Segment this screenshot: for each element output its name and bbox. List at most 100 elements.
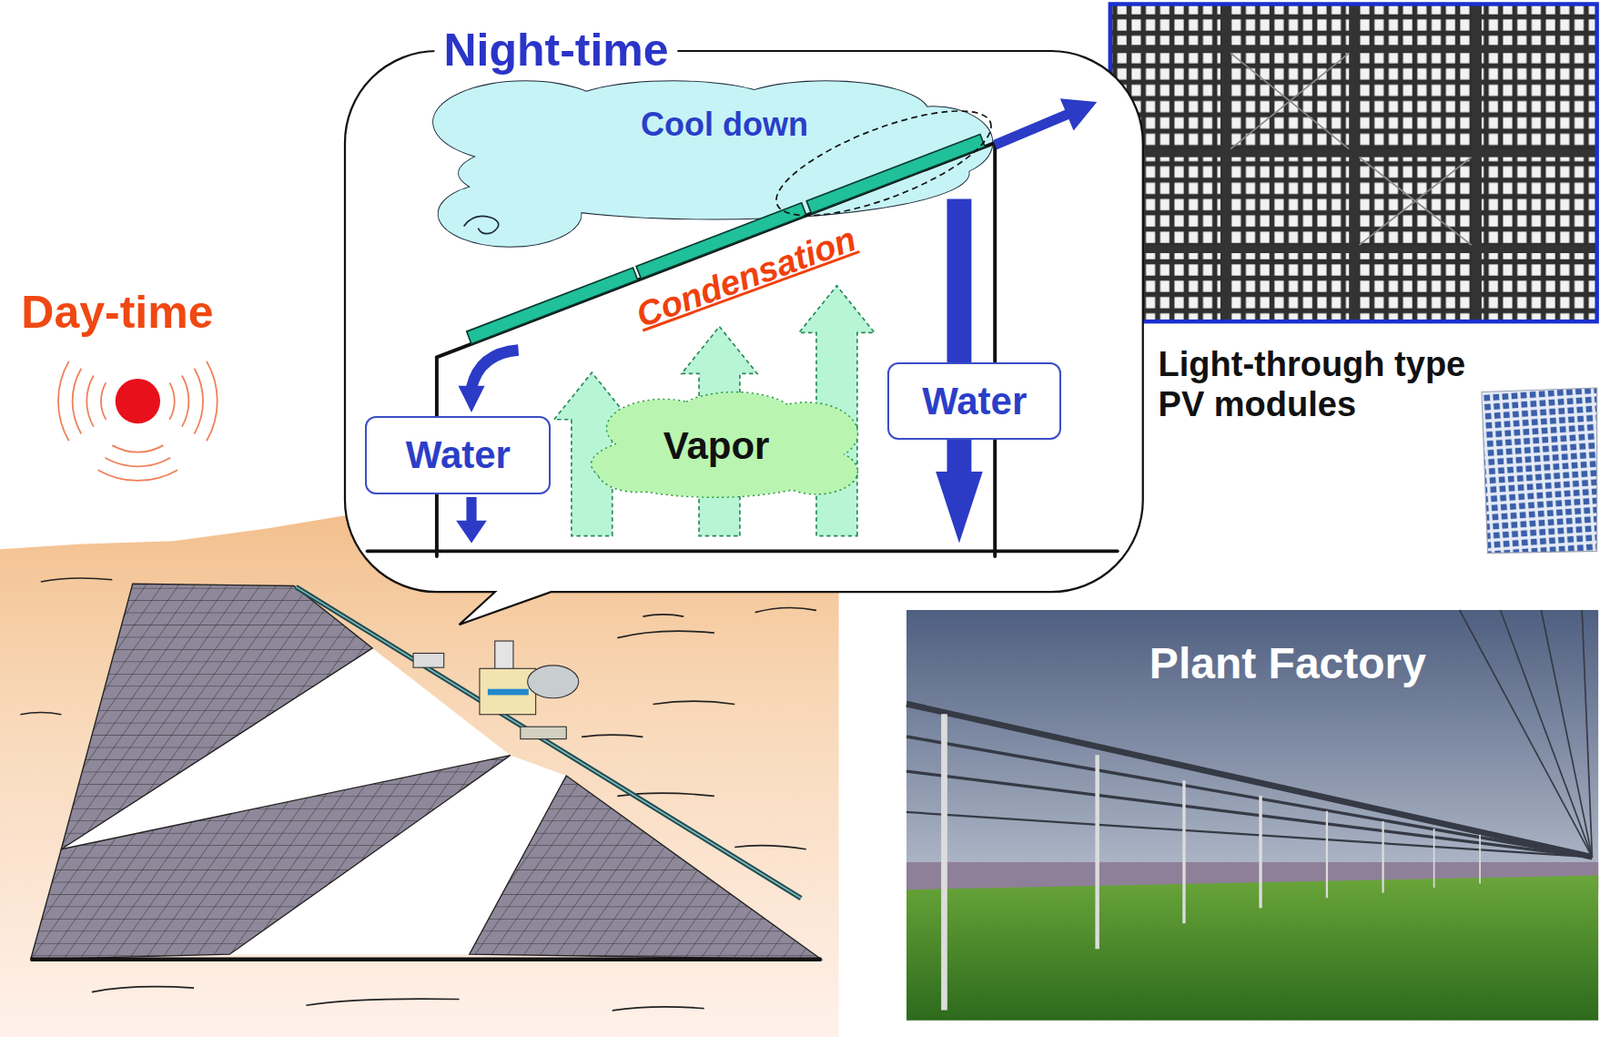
ray [58,361,70,441]
frame [1110,44,1598,53]
sky [906,609,1599,888]
ray [169,382,174,419]
water-box: Water [364,415,551,494]
node-text: Cool down [640,105,809,143]
frame-line [992,142,997,557]
scribble [653,700,736,704]
photo-border [1110,3,1598,322]
sun [115,378,161,424]
photo-panel: Plant Factory [906,609,1599,1021]
post [1432,828,1435,888]
ray [111,445,163,453]
node-text: Water [921,378,1027,423]
vapor-cloud: Vapor [597,390,864,501]
post [1094,755,1099,950]
module-frames [1110,3,1598,322]
ray [86,375,94,427]
blob-lobe [438,182,582,248]
scribble [20,712,61,715]
frame [1110,244,1598,254]
scribble [617,630,715,638]
sun-rays [58,361,218,481]
sand [0,515,840,1037]
brace [1358,157,1471,245]
post [1381,821,1384,893]
frame [1110,149,1598,158]
water-box: Water [887,362,1062,440]
brace [1230,52,1349,149]
roof-panels [466,134,985,345]
ray [182,375,190,427]
scribble [91,986,194,993]
window [487,688,529,696]
blob-lobe [775,448,858,494]
roof-beam [906,771,1592,858]
cloud-shape [433,79,995,251]
roof-beam [1581,609,1592,857]
posts [943,714,1480,1011]
node-text: Plant Factory [1149,637,1427,689]
blob-lobe [775,448,858,494]
scribble [581,734,643,737]
roof-beam [1540,609,1592,857]
building [479,668,537,714]
pv-panel [806,134,985,214]
tank [495,640,514,669]
module-sample [1481,387,1598,554]
node-text: Vapor [663,424,770,468]
ray [104,457,171,467]
scribble [305,998,459,1005]
roof-beam [906,704,1592,858]
blob-outline [433,81,993,248]
desert-scene [0,515,840,1037]
pv-array [30,755,511,960]
building [413,652,445,668]
bubble-outline [344,50,1144,625]
ray [206,361,218,441]
sun-symbol [58,361,218,481]
ray [193,368,203,435]
focus-ellipse [764,90,1003,237]
greenhouse-frame [367,142,1118,557]
vapor-arrows [554,285,875,537]
brace [1358,157,1471,245]
water-arrow [471,350,519,388]
tank [527,665,579,699]
pv-panel [636,202,807,279]
frame-line [436,142,995,357]
photo-ground [1110,3,1598,322]
pv-panel [466,267,638,345]
building [520,726,567,739]
ray [98,469,178,481]
module-braces [1230,52,1472,245]
scribble [612,1006,705,1011]
pv-module-photo [1110,3,1598,322]
ray [72,368,82,435]
scribble [40,577,112,582]
roof-beam [1458,609,1592,857]
frame-line [367,548,1118,553]
time-label: Day-time [20,286,213,340]
pv-array-grid [30,755,511,960]
caption-label: Light-through type PV modules [1158,344,1505,425]
blob-fill [433,81,993,248]
post [941,714,948,1011]
blob-fill [591,393,858,497]
array-base [30,957,822,962]
roof-beam [1499,609,1592,857]
post [1182,780,1185,924]
scribble [755,607,817,613]
roof-beams [906,609,1592,857]
cloud: Cool down [433,79,995,251]
pointer-arrow [992,98,1097,150]
brace [1230,52,1349,149]
node-text: Water [405,433,511,477]
speech-bubble: Night-timeCool downWaterVaporWater [344,50,1144,592]
cloud-swirl [464,216,499,234]
arrow-head [457,385,485,413]
roof-beam [906,811,1592,857]
post [1325,810,1327,898]
blob-outline [591,393,858,497]
scribble [642,614,684,617]
